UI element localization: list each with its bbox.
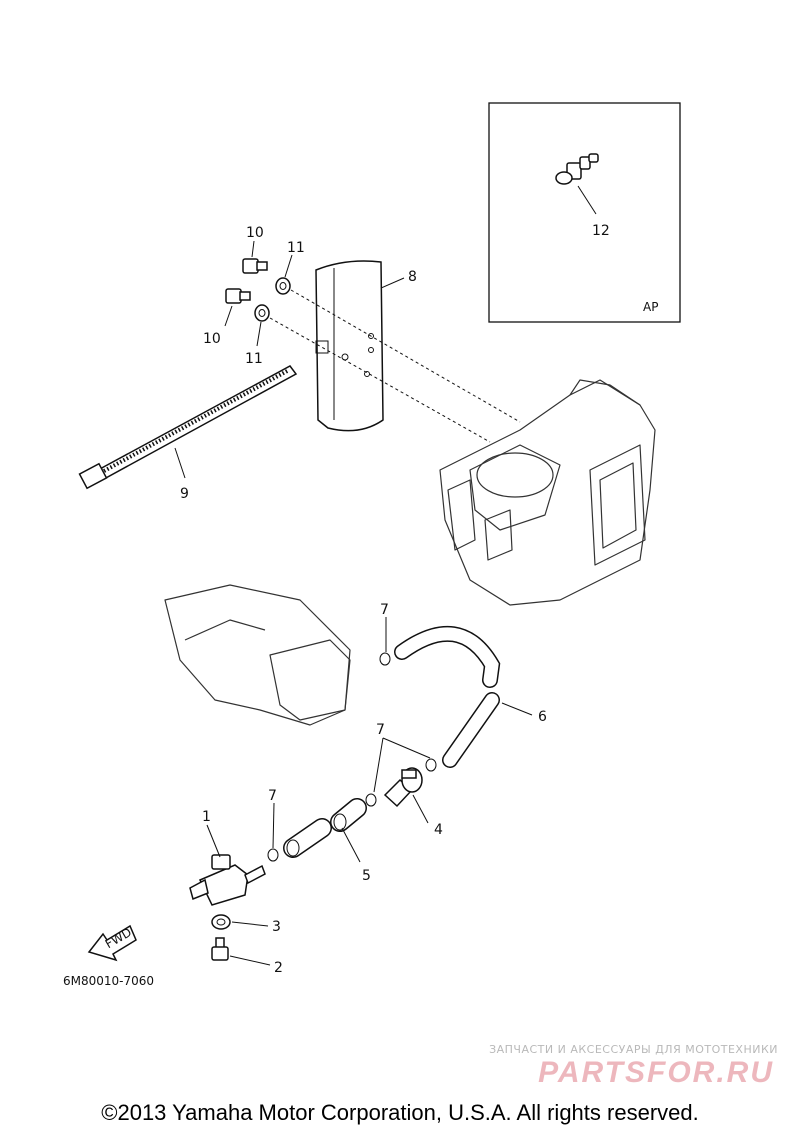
- callout-11a[interactable]: 11: [287, 240, 305, 256]
- part-10-bolt-upper[interactable]: [242, 258, 268, 274]
- part-7-clip-lower[interactable]: [267, 848, 279, 862]
- part-1-fuel-cock[interactable]: [189, 854, 266, 906]
- watermark-tagline: ЗАПЧАСТИ И АКСЕССУАРЫ ДЛЯ МОТОТЕХНИКИ: [489, 1043, 778, 1056]
- part-2-screw[interactable]: [211, 937, 229, 961]
- callout-12[interactable]: 12: [592, 223, 610, 239]
- leader-11b: [256, 321, 262, 347]
- callout-7c[interactable]: 7: [268, 788, 277, 804]
- part-8-cover[interactable]: [315, 260, 384, 432]
- lower-engine-sketch: [164, 584, 351, 726]
- leader-6: [501, 702, 533, 716]
- copyright-text: ©2013 Yamaha Motor Corporation, U.S.A. A…: [101, 1100, 699, 1125]
- leader-2: [229, 955, 271, 966]
- watermark-logo: PARTSFOR.RU: [538, 1056, 774, 1089]
- part-7-clip-hose-end[interactable]: [365, 793, 377, 807]
- leader-8: [380, 277, 405, 289]
- mounting-dash-lines: [269, 289, 521, 443]
- part-6-fuel-hose[interactable]: [394, 625, 501, 768]
- callout-7b[interactable]: 7: [376, 722, 385, 738]
- part-3-washer[interactable]: [211, 914, 231, 930]
- leader-10b: [224, 305, 233, 327]
- part-7-clip-middle[interactable]: [425, 758, 437, 772]
- leader-11a: [284, 254, 293, 278]
- part-5-short-hose-a[interactable]: [283, 818, 332, 858]
- callout-1[interactable]: 1: [202, 809, 211, 825]
- part-11-washer-lower[interactable]: [254, 304, 270, 322]
- part-9-cable-tie[interactable]: [78, 365, 298, 490]
- leader-7b-1: [373, 737, 384, 793]
- callout-10a[interactable]: 10: [246, 225, 264, 241]
- inset-box: 12 AP: [488, 102, 681, 323]
- callout-3[interactable]: 3: [272, 919, 281, 935]
- leader-7c: [272, 802, 275, 849]
- part-7-clip-upper[interactable]: [379, 652, 391, 666]
- callout-8[interactable]: 8: [408, 269, 417, 285]
- leader-7b-2: [382, 737, 431, 759]
- engine-block-sketch: [439, 379, 656, 606]
- callout-7a[interactable]: 7: [380, 602, 389, 618]
- callout-9[interactable]: 9: [180, 486, 189, 502]
- fwd-arrow-icon: FWD: [87, 924, 137, 962]
- part-11-washer-upper[interactable]: [275, 277, 291, 295]
- leader-5: [341, 827, 361, 863]
- leader-10a: [251, 240, 255, 258]
- part-4-fuel-joint[interactable]: [383, 767, 423, 808]
- part-5-short-hose-b[interactable]: [330, 798, 367, 832]
- leader-1: [206, 824, 221, 858]
- part-12-fitting[interactable]: [555, 153, 599, 185]
- diagram-code: 6M80010-7060: [63, 974, 154, 988]
- leader-3: [231, 921, 269, 927]
- callout-10b[interactable]: 10: [203, 331, 221, 347]
- leader-12: [577, 185, 597, 215]
- part-10-bolt-lower[interactable]: [225, 288, 251, 304]
- callout-11b[interactable]: 11: [245, 351, 263, 367]
- leader-9: [174, 447, 186, 479]
- callout-5[interactable]: 5: [362, 868, 371, 884]
- callout-4[interactable]: 4: [434, 822, 443, 838]
- callout-2[interactable]: 2: [274, 960, 283, 976]
- inset-label: AP: [643, 300, 658, 314]
- leader-4: [412, 794, 429, 824]
- callout-6[interactable]: 6: [538, 709, 547, 725]
